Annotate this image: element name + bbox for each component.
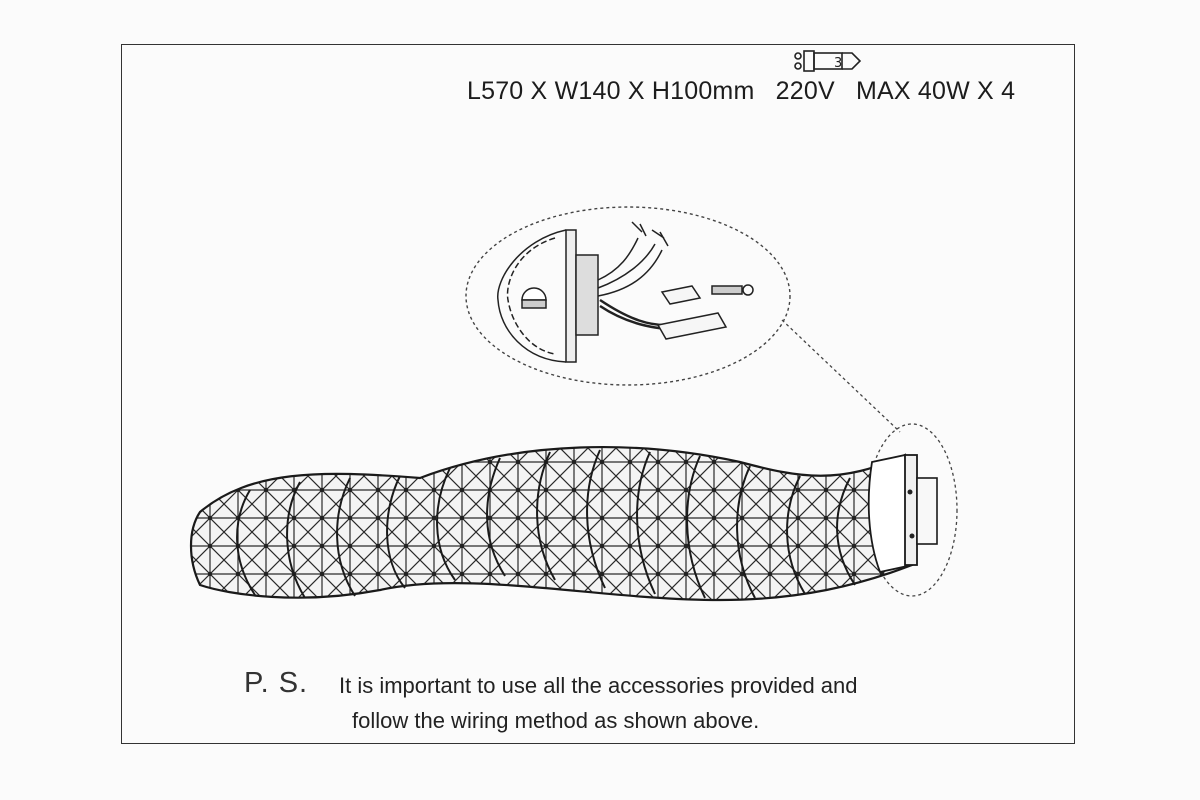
voltage-text: 220V — [775, 77, 835, 105]
specification-line: L570 X W140 X H100mm 220V MAX 40W X 4 — [467, 77, 1029, 106]
g9-bulb-icon: 3 — [794, 50, 862, 72]
power-text: MAX 40W X 4 — [855, 77, 1016, 105]
wiring-detail-drawing — [497, 221, 754, 363]
dimensions-text: L570 X W140 X H100mm — [467, 77, 755, 105]
svg-text:3: 3 — [834, 56, 842, 71]
lamp-body — [190, 446, 938, 602]
note-line-2: follow the wiring method as shown above. — [352, 708, 760, 733]
ps-label: P. S. — [244, 667, 309, 699]
note-line-1: It is important to use all the accessori… — [339, 673, 858, 698]
diagram-frame — [121, 44, 1075, 744]
